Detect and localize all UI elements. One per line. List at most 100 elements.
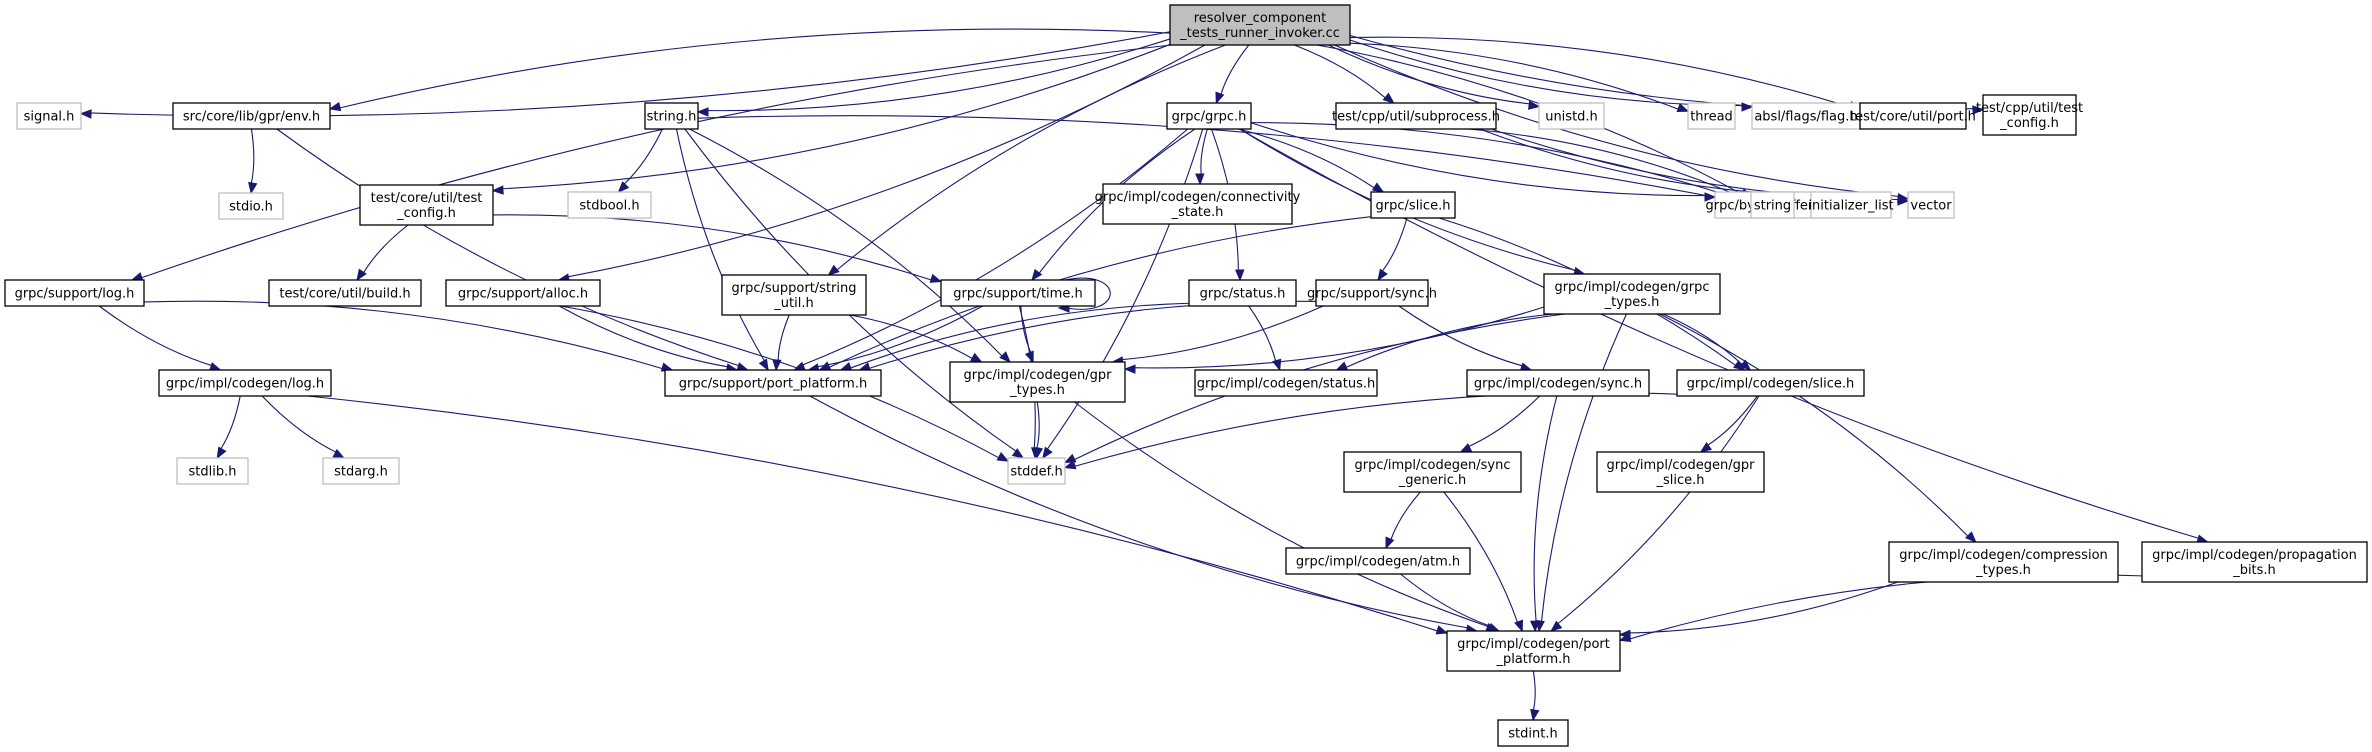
edge-line: [1064, 277, 1111, 310]
edge-line: [143, 300, 664, 370]
node-stdarg-h: stdarg.h: [322, 457, 400, 485]
node-box: [1687, 102, 1736, 130]
node-codegen-status-h[interactable]: grpc/impl/codegen/status.h: [1194, 369, 1378, 397]
edge-line: [1659, 313, 1969, 538]
edge-subprocess_h-to-initializer_list: [1479, 128, 1813, 202]
node-propagation-bits-h[interactable]: grpc/impl/codegen/propagation_bits.h: [2141, 541, 2368, 583]
node-sync-generic-h[interactable]: grpc/impl/codegen/sync_generic.h: [1343, 451, 1522, 493]
edge-arrowhead: [617, 181, 630, 193]
edge-line: [849, 314, 974, 360]
edge-line: [1036, 401, 1040, 450]
node-box: [2141, 541, 2368, 583]
edge-arrowhead: [1335, 361, 1349, 371]
node-box: [1194, 369, 1378, 397]
node-box: [1335, 102, 1497, 130]
node-label: grpc/impl/codegen/grpc: [1554, 280, 1709, 295]
edge-line: [675, 128, 766, 362]
node-cpp-test-config-h[interactable]: test/cpp/util/test_config.h: [1976, 94, 2083, 136]
node-label: stdbool.h: [579, 199, 639, 214]
edge-line: [1390, 491, 1421, 541]
node-label: stdarg.h: [334, 465, 388, 480]
edge-line: [1334, 44, 1900, 198]
node-codegen-sync-h[interactable]: grpc/impl/codegen/sync.h: [1466, 369, 1650, 397]
node-initializer-list: initializer_list: [1808, 191, 1894, 219]
node-gpr-slice-h[interactable]: grpc/impl/codegen/gpr_slice.h: [1596, 451, 1765, 493]
edge-arrowhead: [1123, 364, 1136, 374]
node-codegen-slice-h[interactable]: grpc/impl/codegen/slice.h: [1676, 369, 1865, 397]
node-subprocess-h[interactable]: test/cpp/util/subprocess.h: [1332, 102, 1500, 130]
edge-grpc_h-to-port_platform_h: [792, 128, 1189, 371]
edge-line: [1074, 401, 1489, 628]
node-box: [1343, 451, 1522, 493]
node-atm-h[interactable]: grpc/impl/codegen/atm.h: [1285, 547, 1471, 575]
node-gpr-types-h[interactable]: grpc/impl/codegen/gpr_types.h: [949, 361, 1126, 403]
node-label: grpc/impl/codegen/gpr: [964, 368, 1113, 383]
edge-line: [689, 128, 1004, 358]
node-box: [268, 279, 422, 307]
node-label: absl/flags/flag.h: [1754, 110, 1857, 125]
edge-arrowhead: [1377, 268, 1388, 282]
node-alloc-h[interactable]: grpc/support/alloc.h: [445, 279, 601, 307]
edge-line: [1220, 44, 1250, 96]
edge-line: [567, 44, 1206, 278]
node-status-h[interactable]: grpc/status.h: [1188, 279, 1297, 307]
node-label: grpc/support/time.h: [953, 287, 1082, 302]
edge-line: [777, 314, 790, 362]
edge-line: [261, 395, 337, 454]
node-core-test-config-h[interactable]: test/core/util/test_config.h: [359, 184, 494, 226]
node-string-util-h[interactable]: grpc/support/string_util.h: [721, 274, 867, 316]
node-slice-h[interactable]: grpc/slice.h: [1370, 191, 1456, 219]
node-label: initializer_list: [1808, 199, 1893, 214]
edge-line: [1400, 573, 1492, 628]
node-build-h[interactable]: test/core/util/build.h: [268, 279, 422, 307]
edge-line: [801, 128, 1189, 366]
edge-line: [1020, 305, 1032, 354]
edge-line: [1248, 305, 1277, 363]
edge-arrowhead: [1550, 620, 1563, 632]
node-box: [1446, 630, 1621, 672]
edge-line: [140, 44, 1172, 279]
node-box: [1538, 102, 1605, 130]
node-box: [1370, 191, 1456, 219]
node-grpc-h[interactable]: grpc/grpc.h: [1166, 102, 1252, 130]
edge-line: [250, 128, 255, 185]
node-label: string: [1754, 199, 1791, 214]
node-connectivity-state-h[interactable]: grpc/impl/codegen/connectivity_state.h: [1095, 183, 1301, 225]
node-label: string.h: [647, 110, 697, 125]
node-time-h[interactable]: grpc/support/time.h: [940, 279, 1096, 307]
node-port-platform-h[interactable]: grpc/support/port_platform.h: [664, 369, 882, 397]
edge-alloc_h-to-stddef_h: [560, 305, 1010, 462]
edge-sync_h-to-port_platform_h: [858, 300, 1317, 372]
node-box: [940, 279, 1096, 307]
edge-sync_generic_h-to-atm_h: [1385, 491, 1421, 550]
node-codegen-log-h[interactable]: grpc/impl/codegen/log.h: [158, 369, 332, 397]
edge-gpr_types_h-to-stddef_h: [1033, 401, 1044, 460]
edge-line: [1381, 217, 1408, 273]
edge-gpr_types_h-to-codegen_port_platform_h: [1074, 401, 1498, 632]
node-log-h[interactable]: grpc/support/log.h: [4, 279, 145, 307]
edge-root-to-cpp_test_config_h: [1349, 34, 1985, 115]
node-box: [1810, 191, 1892, 219]
node-box: [1188, 279, 1297, 307]
node-port-h[interactable]: test/core/util/port.h: [1850, 102, 1976, 130]
node-label: grpc/impl/codegen/sync: [1355, 458, 1511, 473]
edge-root-to-flag_h: [1349, 39, 1754, 112]
node-env-h[interactable]: src/core/lib/gpr/env.h: [172, 102, 331, 130]
node-label: grpc/impl/codegen/sync.h: [1474, 377, 1642, 392]
node-sync-h[interactable]: grpc/support/sync.h: [1307, 279, 1437, 307]
edge-root-to-port_h: [1349, 36, 1862, 111]
node-compression-types-h[interactable]: grpc/impl/codegen/compression_types.h: [1888, 541, 2119, 583]
node-grpc-types-h[interactable]: grpc/impl/codegen/grpc_types.h: [1543, 273, 1721, 315]
node-label: resolver_component: [1194, 11, 1326, 26]
node-codegen-port-platform-h[interactable]: grpc/impl/codegen/port_platform.h: [1446, 630, 1621, 672]
edge-line: [276, 128, 740, 367]
node-string-h[interactable]: string.h: [644, 102, 699, 130]
edge-line: [98, 305, 213, 367]
edge-line: [849, 302, 1190, 369]
edge-string_util_h-to-port_platform_h: [772, 314, 790, 372]
node-stdint-h[interactable]: stdint.h: [1497, 719, 1569, 747]
edge-grpc_types_h-to-stddef_h: [1063, 313, 1565, 464]
edge-env_h-to-stdio_h: [248, 128, 258, 195]
edge-slice_h-to-sync_h: [1377, 217, 1408, 282]
node-label: test/cpp/util/test: [1976, 101, 2083, 116]
